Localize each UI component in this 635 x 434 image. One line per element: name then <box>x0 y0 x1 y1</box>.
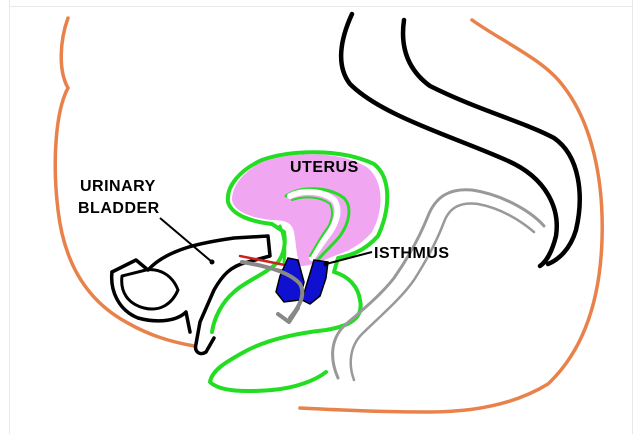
label-uterus: UTERUS <box>290 159 359 176</box>
bladder-leader-dot <box>210 260 215 265</box>
label-urinary: URINARY <box>80 178 156 195</box>
isthmus-blue-right <box>302 260 328 304</box>
bladder-inner-lining <box>122 270 178 309</box>
urinary-bladder-outline <box>112 236 270 354</box>
label-bladder: BLADDER <box>78 200 160 217</box>
label-isthmus: ISTHMUS <box>374 245 450 262</box>
isthmus-leader-dot <box>324 262 329 267</box>
gray-arrow-head <box>278 308 298 322</box>
rectum-inner-wall <box>403 20 580 264</box>
bladder-lower-wall <box>112 272 190 332</box>
vagina-gray-inner <box>351 204 534 380</box>
